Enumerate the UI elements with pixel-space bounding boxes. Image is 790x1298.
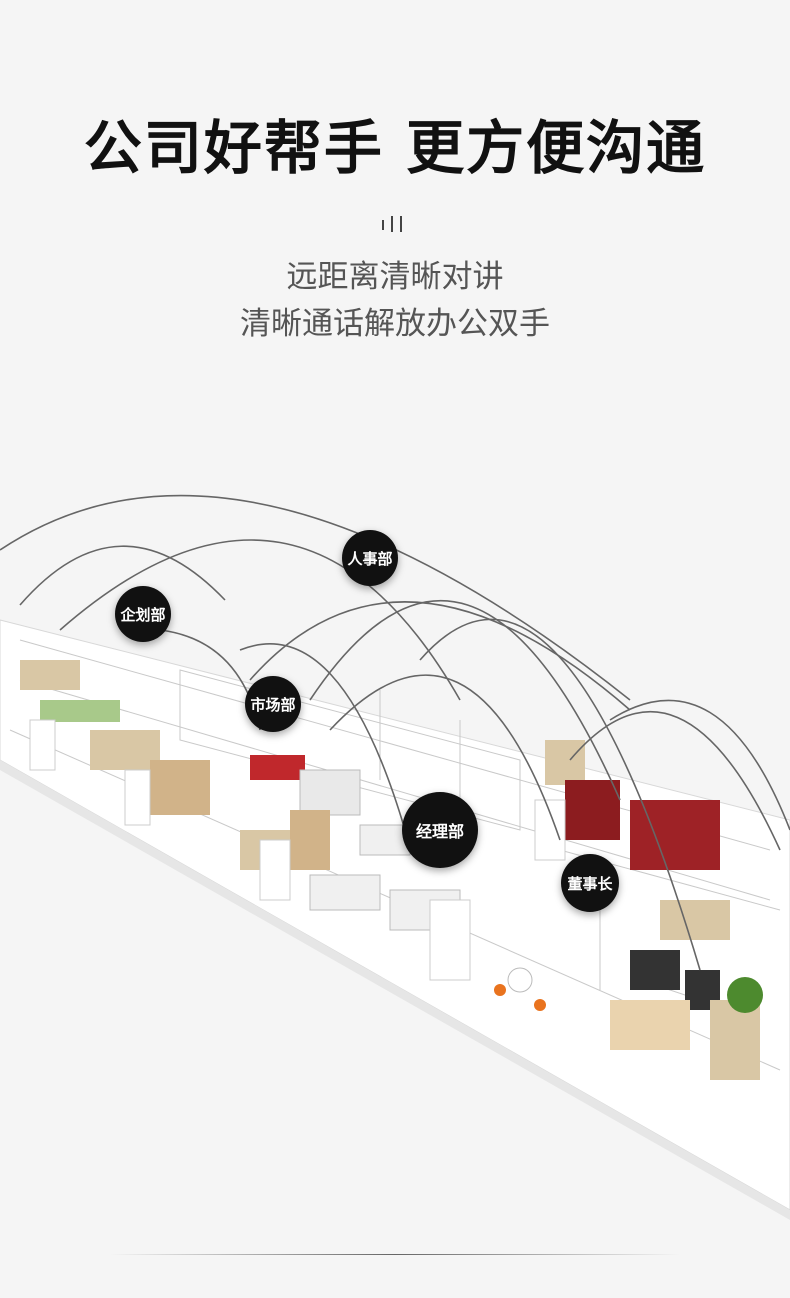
department-badge-marketing: 市场部 [245, 676, 301, 732]
office-illustration: 企划部 人事部 市场部 经理部 董事长 [0, 430, 790, 1220]
bottom-divider [110, 1254, 680, 1255]
department-badge-chairman: 董事长 [561, 854, 619, 912]
department-badge-hr: 人事部 [342, 530, 398, 586]
divider-icon [382, 216, 408, 232]
department-badge-manager: 经理部 [402, 792, 478, 868]
office-floor-plan [0, 494, 790, 1220]
subtitle-line-1: 远距离清晰对讲 [286, 259, 504, 295]
page-title: 公司好帮手 更方便沟通 [83, 114, 707, 182]
subtitle-line-2: 清晰通话解放办公双手 [240, 306, 550, 342]
department-badge-planning: 企划部 [115, 586, 171, 642]
